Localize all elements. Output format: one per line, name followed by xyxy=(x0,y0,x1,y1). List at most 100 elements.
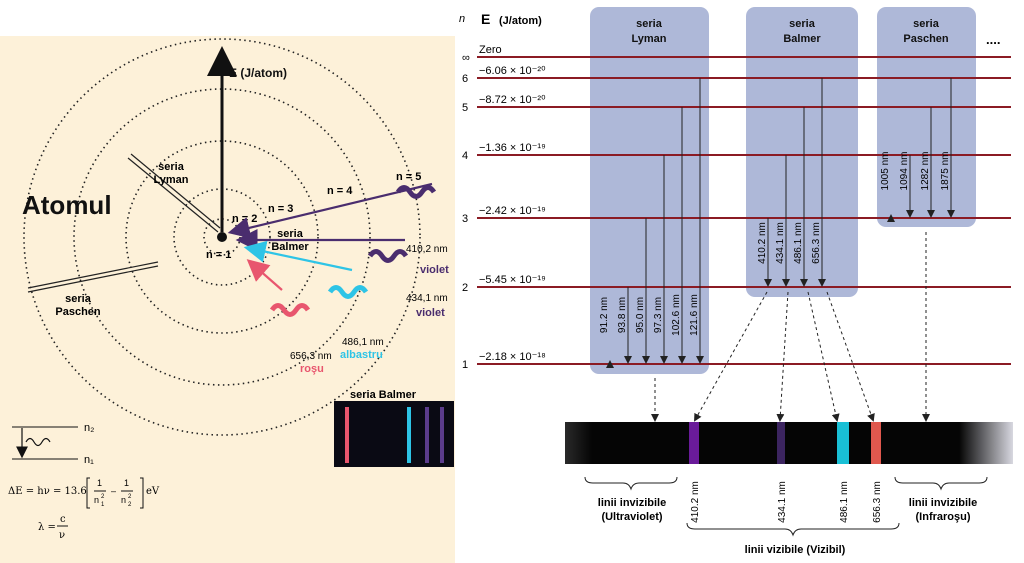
color-label-656: roşu xyxy=(300,363,324,375)
transition-wavelength-label: 1282 nm xyxy=(920,152,931,191)
uv-label: linii invizibile(Ultraviolet) xyxy=(598,497,666,523)
wavelength-label-434: 434,1 nm xyxy=(406,293,448,304)
level-energy-label: −2.42 × 10⁻¹⁹ xyxy=(479,205,546,217)
spectrum-line xyxy=(871,422,881,464)
lyman-box xyxy=(590,7,709,374)
e-unit: (J/atom) xyxy=(499,15,542,27)
photon-blue xyxy=(327,285,369,299)
wavelength-label-410: 410,2 nm xyxy=(406,244,448,255)
orbit-label-1: n = 1 xyxy=(206,249,231,261)
transition-wavelength-label: 1094 nm xyxy=(899,152,910,191)
transition-wavelength-label: 486.1 nm xyxy=(793,222,804,264)
spectrum-connector xyxy=(776,291,789,422)
spectrum-wavelength-label: 486.1 nm xyxy=(839,481,850,523)
svg-text:2: 2 xyxy=(128,502,132,508)
visible-label: linii vizibile (Vizibil) xyxy=(745,544,846,556)
level-n-label: 1 xyxy=(462,359,468,371)
legend-n1: n₁ xyxy=(84,454,94,466)
transition-wavelength-label: 410.2 nm xyxy=(757,222,768,264)
formula-energy-unit: eV xyxy=(146,486,160,497)
transition-legend: n₂ n₁ xyxy=(12,422,94,466)
lyman-line-a xyxy=(127,157,219,233)
spectrum-wavelength-label: 434.1 nm xyxy=(777,481,788,523)
transition-wavelength-label: 1875 nm xyxy=(940,152,951,191)
color-label-486: albastru xyxy=(340,349,383,361)
orbit-label-3: n = 3 xyxy=(268,203,293,215)
level-energy-label: −8.72 × 10⁻²⁰ xyxy=(479,94,546,106)
svg-text:2: 2 xyxy=(101,494,105,500)
lyman-line-b xyxy=(130,153,221,229)
transition-wavelength-label: 102.6 nm xyxy=(671,294,682,336)
spectrum-line xyxy=(777,422,785,464)
formula-lambda-den: ν xyxy=(59,530,65,541)
formula-lambda: λ = xyxy=(38,522,56,533)
level-n-label: ∞ xyxy=(462,52,470,64)
transition-wavelength-label: 1005 nm xyxy=(880,152,891,191)
svg-text:–: – xyxy=(111,486,116,496)
svg-text:n: n xyxy=(94,495,99,505)
photon-red xyxy=(269,303,311,317)
orbit-label-2: n = 2 xyxy=(232,213,257,225)
arrow-red xyxy=(246,259,283,291)
atom-title: Atomul xyxy=(22,190,112,220)
energy-axis-label: E (J/atom) xyxy=(229,66,287,80)
level-energy-label: −2.18 × 10⁻¹⁸ xyxy=(479,351,546,363)
level-n-label: 2 xyxy=(462,282,468,294)
uv-brace xyxy=(584,476,678,491)
spectrum-connector xyxy=(826,291,875,422)
level-n-label: 6 xyxy=(462,73,468,85)
transition-wavelength-label: 95.0 nm xyxy=(635,297,646,333)
svg-text:2: 2 xyxy=(128,494,132,500)
balmer-line-red xyxy=(345,407,349,463)
n-header: n xyxy=(459,13,465,25)
spectrum-line xyxy=(689,422,699,464)
svg-text:1: 1 xyxy=(97,478,102,488)
visible-brace xyxy=(686,522,900,537)
transition-wavelength-label: 97.3 nm xyxy=(653,297,664,333)
svg-text:1: 1 xyxy=(101,502,105,508)
spectrum-line xyxy=(837,422,849,464)
spectrum-connector xyxy=(694,291,768,422)
transition-wavelength-label: 656.3 nm xyxy=(811,222,822,264)
balmer-box-title: seria Balmer xyxy=(350,389,417,401)
svg-text:1: 1 xyxy=(124,478,129,488)
more-series-ellipsis: .... xyxy=(986,32,1000,47)
arrow-blue xyxy=(243,240,353,272)
balmer-line-blue xyxy=(407,407,411,463)
atom-diagram: E (J/atom) Atomul n = 1 n = 2 n = 3 n = … xyxy=(8,38,454,541)
formula-energy: ΔE = hν = 13.6 xyxy=(8,486,87,497)
wavelength-label-486: 486,1 nm xyxy=(342,337,384,348)
formula-lambda-num: c xyxy=(60,514,66,525)
orbit-3 xyxy=(125,140,319,334)
photon-violet-2 xyxy=(367,249,409,263)
balmer-line-violet-2 xyxy=(440,407,444,463)
level-energy-label: −5.45 × 10⁻¹⁹ xyxy=(479,274,546,286)
svg-text:n: n xyxy=(121,495,126,505)
spectrum-bar xyxy=(565,422,1013,464)
ir-brace xyxy=(894,476,988,491)
e-header: E xyxy=(481,11,490,27)
orbit-label-4: n = 4 xyxy=(327,185,353,197)
wavelength-label-656: 656,3 nm xyxy=(290,351,332,362)
level-energy-label: −6.06 × 10⁻²⁰ xyxy=(479,65,546,77)
transition-wavelength-label: 121.6 nm xyxy=(689,294,700,336)
level-n-label: 5 xyxy=(462,102,468,114)
transition-wavelength-label: 93.8 nm xyxy=(617,297,628,333)
color-label-410: violet xyxy=(420,264,449,276)
balmer-line-violet-1 xyxy=(425,407,429,463)
orbit-label-5: n = 5 xyxy=(396,171,421,183)
ir-label: linii invizibile(Infraroşu) xyxy=(909,497,977,523)
orbit-4 xyxy=(73,88,371,386)
spectrum-wavelength-label: 656.3 nm xyxy=(872,481,883,523)
